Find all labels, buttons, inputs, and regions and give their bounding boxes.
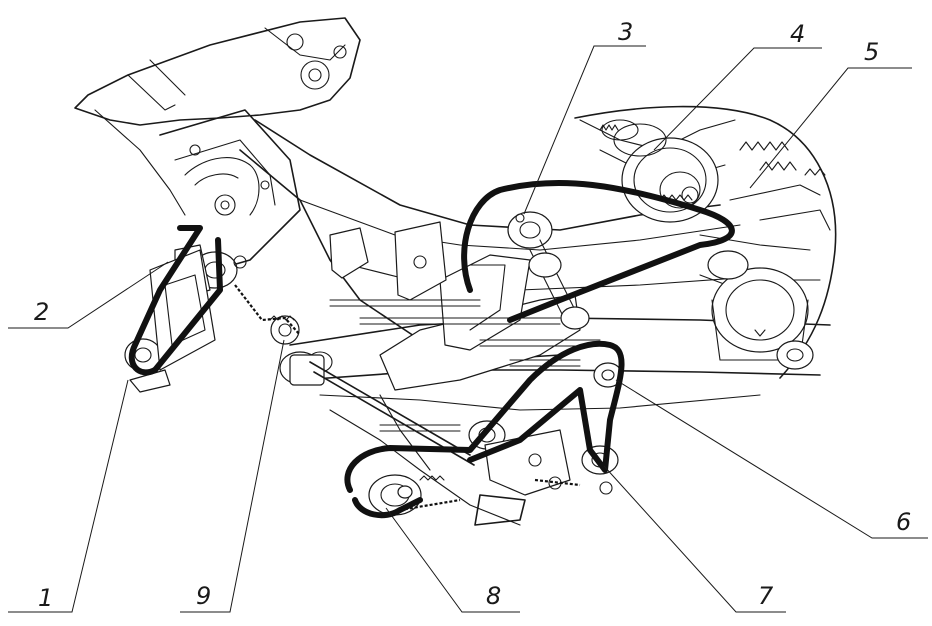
leader-5: [749, 67, 912, 189]
belt-lower-right: [344, 340, 625, 493]
chains: [234, 284, 581, 512]
leader-1: [8, 379, 129, 613]
callout-9: 9: [196, 582, 211, 610]
belt-bottom: [352, 497, 423, 519]
leader-6: [615, 379, 928, 539]
callout-5: 5: [864, 38, 879, 66]
leader-3: [523, 45, 646, 215]
belt-upper: [461, 179, 735, 323]
leader-7: [603, 465, 786, 613]
callout-4: 4: [790, 20, 805, 48]
callout-8: 8: [486, 582, 501, 610]
leader-2: [8, 261, 169, 329]
belt-left: [128, 225, 223, 376]
leader-4: [653, 47, 822, 151]
callout-6: 6: [896, 508, 911, 536]
leader-lines: [8, 45, 928, 613]
callout-3: 3: [618, 18, 633, 46]
belts: [128, 179, 735, 519]
callout-labels: 1 2 3 4 5 6 7 8 9: [34, 18, 911, 612]
callout-1: 1: [38, 584, 53, 612]
callout-7: 7: [758, 582, 774, 610]
callout-2: 2: [34, 298, 49, 326]
leader-8: [385, 507, 520, 613]
leader-9: [180, 339, 285, 613]
